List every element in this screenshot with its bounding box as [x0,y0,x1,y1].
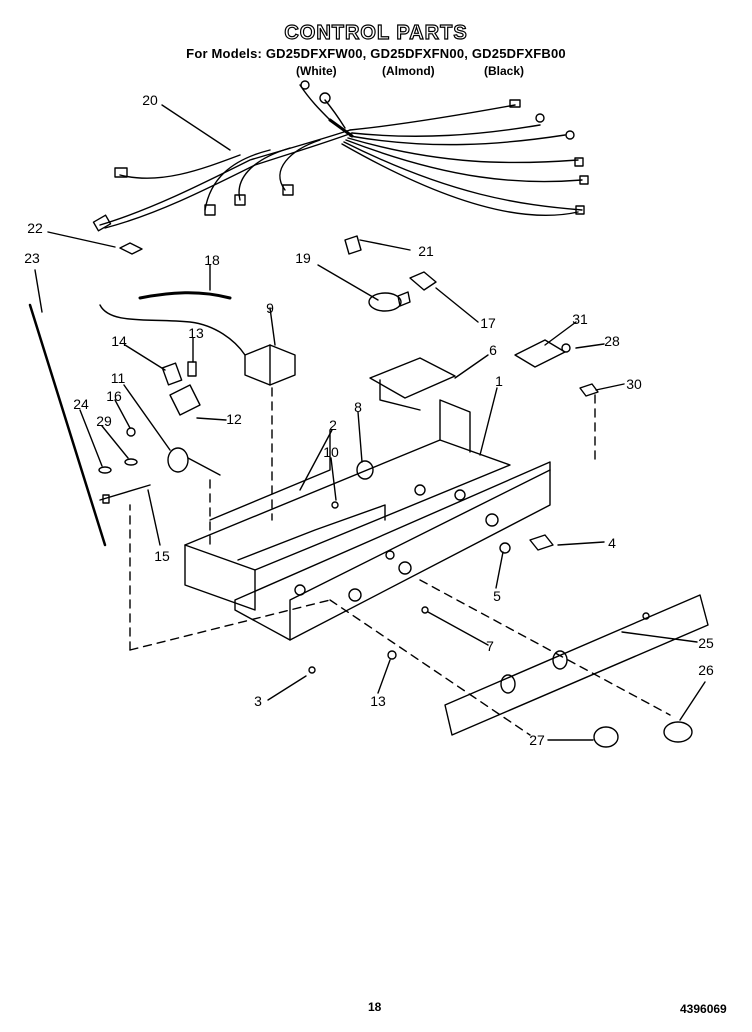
callout-17: 17 [480,315,496,331]
callout-16: 16 [106,388,122,404]
variant-white: (White) [296,64,337,78]
callout-18: 18 [204,252,220,268]
callout-29: 29 [96,413,112,429]
callout-24: 24 [73,396,89,412]
callout-7: 7 [486,638,494,654]
control-housing [184,399,551,641]
callout-9: 9 [266,300,274,316]
page-number: 18 [368,1000,382,1014]
callout-15: 15 [154,548,170,564]
callout-19: 19 [295,250,311,266]
callout-25: 25 [698,635,714,651]
document-number: 4396069 [680,1002,727,1016]
callout-1: 1 [495,373,503,389]
callout-31: 31 [572,311,588,327]
callout-10: 10 [323,444,339,460]
callout-13-lower: 13 [370,693,386,709]
callout-26: 26 [698,662,714,678]
callout-5: 5 [493,588,501,604]
callout-2: 2 [329,417,337,433]
callout-22: 22 [27,220,43,236]
wire-harness [92,80,589,232]
callout-leaders [34,104,706,741]
front-panel [444,594,709,736]
variant-almond: (Almond) [382,64,435,78]
assembly-guides [129,387,671,736]
callout-6: 6 [489,342,497,358]
diagram-title: CONTROL PARTS [284,21,468,44]
callout-3: 3 [254,693,262,709]
callout-28: 28 [604,333,620,349]
variant-black: (Black) [484,64,525,78]
callout-11: 11 [110,370,126,386]
callout-20: 20 [142,92,158,108]
small-parts [28,235,693,748]
callout-13: 13 [188,325,204,341]
callout-14: 14 [111,333,127,349]
callout-21: 21 [418,243,434,259]
callout-27: 27 [529,732,545,748]
callout-12: 12 [226,411,242,427]
callout-23: 23 [24,250,40,266]
callout-30: 30 [626,376,642,392]
models-line: For Models: GD25DFXFW00, GD25DFXFN00, GD… [186,46,566,61]
callout-4: 4 [608,535,616,551]
callout-8: 8 [354,399,362,415]
